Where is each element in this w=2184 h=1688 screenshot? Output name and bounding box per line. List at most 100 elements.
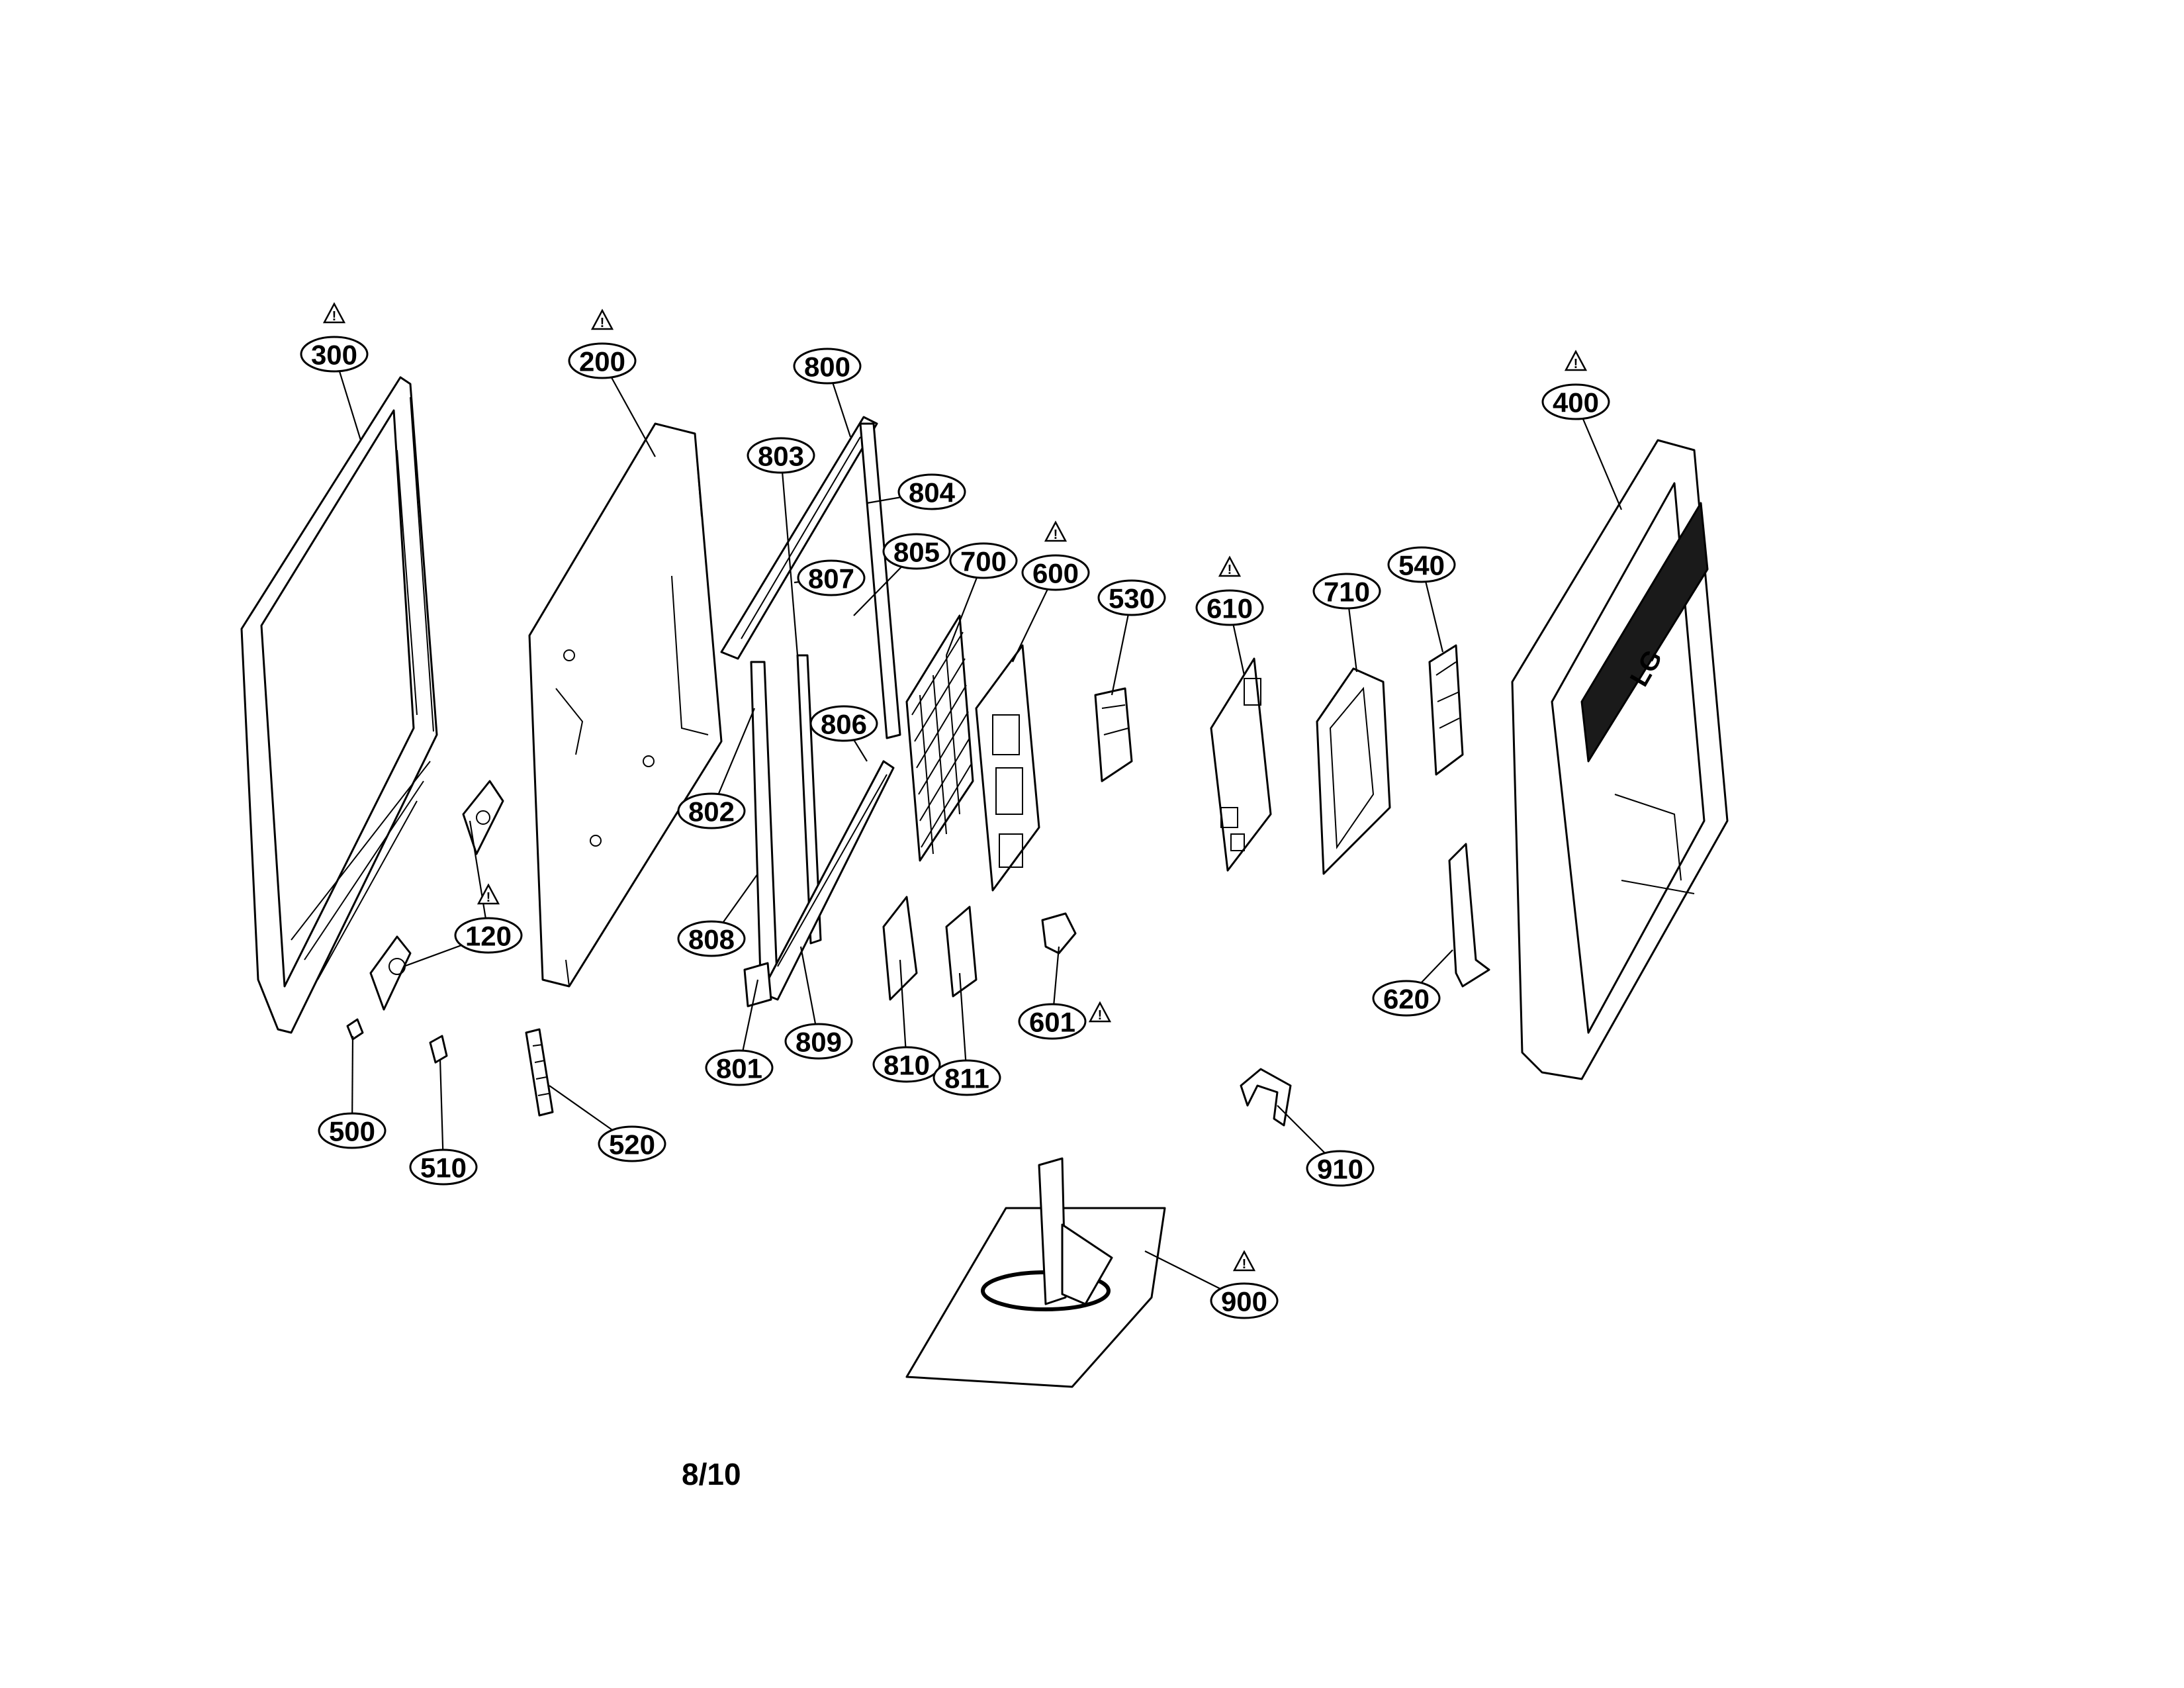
callout-809: 809 [784, 1023, 853, 1060]
callout-810: 810 [872, 1046, 941, 1083]
callout-label: 600 [1032, 558, 1079, 589]
callout-label: 540 [1398, 550, 1445, 581]
callout-label: 520 [609, 1129, 655, 1160]
callout-ellipse [809, 705, 878, 742]
warning-icon: ! [1044, 520, 1068, 542]
callout-ellipse [454, 917, 523, 954]
warning-icon: ! [477, 883, 500, 905]
part-610-main-board [1210, 657, 1272, 872]
svg-text:!: ! [486, 890, 491, 905]
callout-ellipse [793, 348, 862, 385]
callout-803: 803 [747, 437, 815, 474]
callout-label: 200 [579, 346, 625, 377]
callout-300: 300 [300, 336, 369, 373]
part-200-lcd-panel [528, 422, 723, 988]
part-700-shield-mesh [905, 614, 974, 862]
callout-label: 807 [808, 563, 854, 594]
page-number: 8/10 [682, 1457, 741, 1491]
leader-line-400 [1574, 401, 1623, 510]
warning-icon: ! [590, 308, 614, 330]
callout-label: 805 [893, 537, 940, 568]
warning-icon: ! [1218, 555, 1242, 577]
callout-label: 808 [688, 924, 735, 955]
callout-ellipse [1018, 1003, 1087, 1040]
callout-620: 620 [1372, 980, 1441, 1017]
callout-label: 610 [1206, 593, 1253, 624]
warning-icon: ! [1232, 1250, 1256, 1272]
part-300-front-bezel [240, 376, 438, 1034]
callout-800: 800 [793, 348, 862, 385]
part-910-stand-cover [1240, 1068, 1292, 1127]
callout-ellipse [1387, 546, 1456, 583]
svg-text:!: ! [1228, 563, 1232, 577]
part-510-sensor [429, 1035, 448, 1064]
callout-ellipse [1541, 383, 1610, 420]
callout-120: 120 [454, 917, 523, 954]
callout-label: 809 [796, 1027, 842, 1058]
part-801-bracket [743, 962, 772, 1008]
svg-text:!: ! [332, 309, 337, 324]
callout-label: 800 [804, 352, 850, 383]
callout-ellipse [747, 437, 815, 474]
part-500-clip [346, 1018, 364, 1041]
callout-label: 300 [311, 340, 357, 371]
svg-text:!: ! [1242, 1257, 1247, 1272]
callout-label: 910 [1317, 1154, 1363, 1185]
callout-label: 804 [909, 477, 956, 508]
part-811-board [945, 906, 978, 998]
callout-805: 805 [882, 533, 951, 570]
callout-label: 601 [1029, 1007, 1075, 1038]
part-600-power-board [975, 644, 1040, 892]
part-520-key-board [525, 1028, 554, 1117]
callout-400: 400 [1541, 383, 1610, 420]
part-120-speakers [369, 780, 504, 1011]
leader-line-803 [780, 455, 799, 656]
part-530-bracket [1094, 687, 1133, 782]
callout-ellipse [784, 1023, 853, 1060]
warning-icon: ! [1564, 350, 1588, 371]
callout-900: 900 [1210, 1282, 1279, 1319]
callout-ellipse [677, 920, 746, 957]
svg-text:!: ! [600, 316, 605, 330]
callout-label: 530 [1109, 583, 1155, 614]
callout-ellipse [1210, 1282, 1279, 1319]
callout-807: 807 [797, 559, 866, 596]
callout-ellipse [872, 1046, 941, 1083]
callout-ellipse [1195, 589, 1264, 626]
leader-line-120-b [469, 820, 490, 936]
callout-label: 801 [716, 1053, 762, 1084]
callout-ellipse [598, 1125, 666, 1162]
callout-510: 510 [409, 1149, 478, 1186]
callout-808: 808 [677, 920, 746, 957]
callout-label: 810 [884, 1050, 930, 1081]
callout-label: 802 [688, 796, 735, 827]
callout-ellipse [933, 1059, 1001, 1096]
callout-label: 620 [1383, 984, 1430, 1015]
callout-801: 801 [705, 1049, 774, 1086]
callout-label: 510 [420, 1152, 467, 1184]
callout-804: 804 [897, 473, 966, 510]
callout-label: 500 [329, 1116, 375, 1147]
callout-label: 120 [465, 921, 512, 952]
part-601-switch [1041, 912, 1077, 955]
callout-label: 400 [1553, 387, 1599, 418]
warning-icon: ! [322, 302, 346, 324]
part-800-frame-chassis [720, 416, 901, 1001]
svg-text:!: ! [1054, 528, 1058, 542]
callout-806: 806 [809, 705, 878, 742]
callout-811: 811 [933, 1059, 1001, 1096]
part-620-side-plate [1448, 843, 1490, 988]
callout-label: 811 [944, 1063, 989, 1094]
callout-label: 806 [821, 709, 867, 740]
callout-802: 802 [677, 792, 746, 829]
part-710-board-shield [1316, 667, 1391, 875]
callout-ellipse [949, 542, 1018, 579]
callout-610: 610 [1195, 589, 1264, 626]
callout-ellipse [897, 473, 966, 510]
callout-601: 601 [1018, 1003, 1087, 1040]
part-900-stand [905, 1157, 1166, 1388]
part-540-terminal [1428, 644, 1464, 776]
callout-ellipse [1021, 554, 1090, 591]
callout-ellipse [797, 559, 866, 596]
